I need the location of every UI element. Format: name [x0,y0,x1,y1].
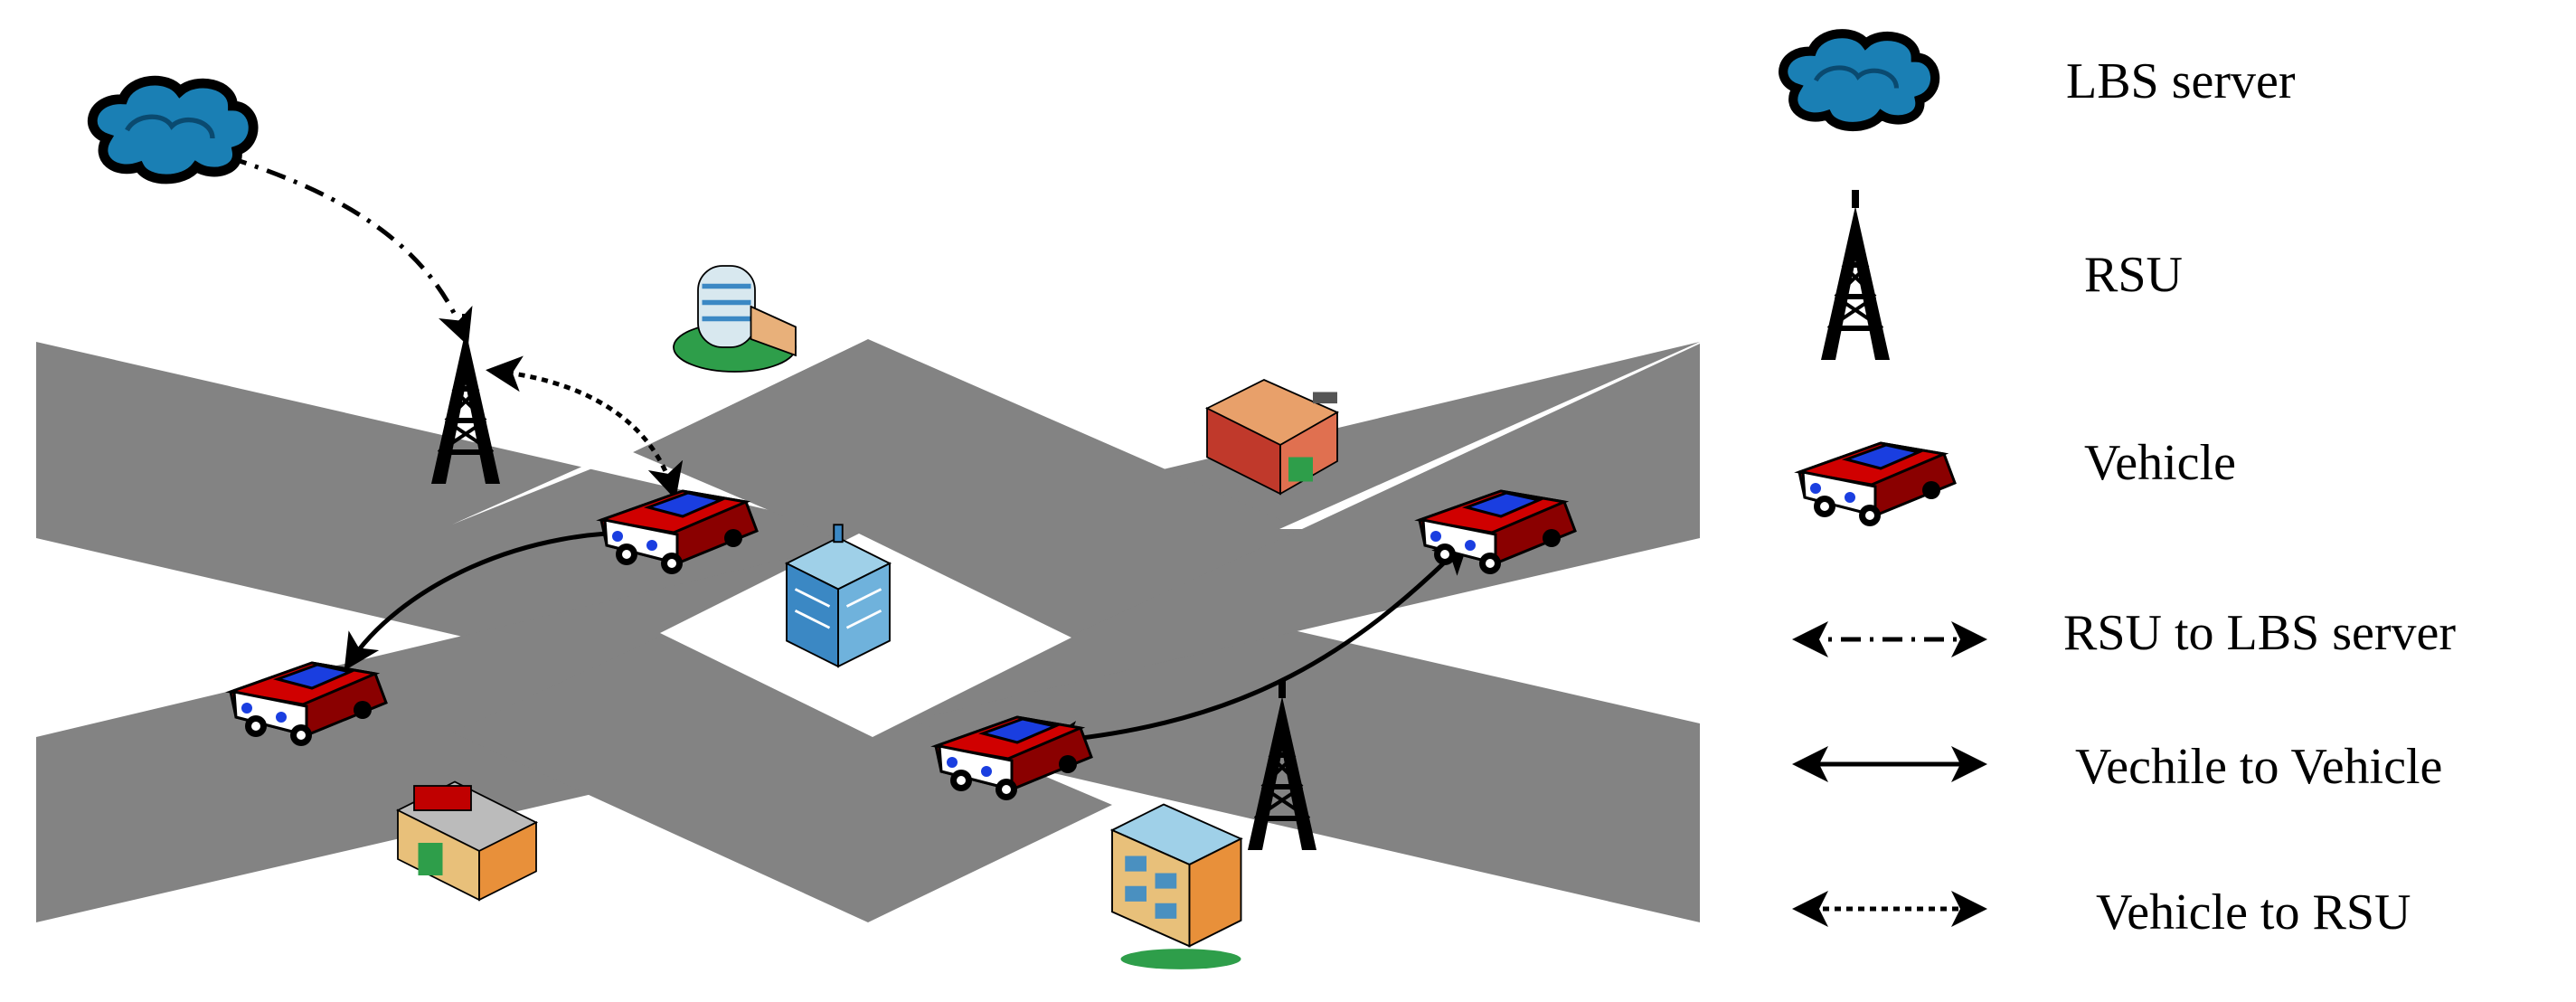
legend: LBS server RSU Vehicle RSU to LBS server… [1783,33,2456,941]
building-icon [1204,379,1339,496]
building-icon [785,524,892,668]
building-icon [673,265,797,373]
legend-label-rsu-to-lbs: RSU to LBS server [2063,605,2456,661]
legend-label-vehicle: Vehicle [2084,435,2236,491]
legend-label-vehicle-to-vehicle: Vechile to Vehicle [2075,739,2442,795]
legend-label-rsu: RSU [2084,247,2183,303]
block-area [1279,342,1700,529]
building-icon [1109,803,1243,969]
legend-car-icon [1798,441,1957,528]
legend-label-vehicle-to-rsu: Vehicle to RSU [2096,884,2411,941]
legend-tower-icon [1821,190,1890,360]
vehicle-to-rsu-link [486,355,684,500]
lbs-server-cloud-icon [92,80,253,179]
legend-cloud-icon [1783,33,1935,127]
building-icon [395,780,539,902]
legend-label-lbs-server: LBS server [2066,53,2296,109]
road-segment [452,624,1112,922]
vehicle-to-vehicle-link [1042,537,1470,758]
